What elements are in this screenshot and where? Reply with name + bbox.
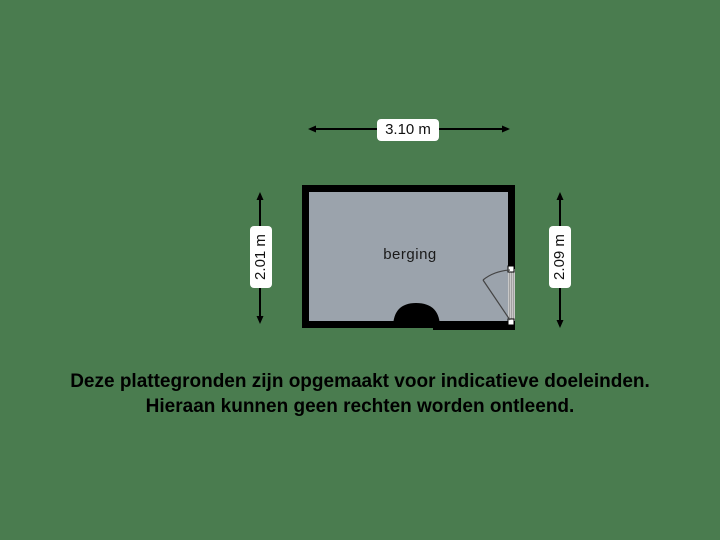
arrow-down-icon (256, 316, 264, 324)
right-height-dimension-label: 2.09 m (549, 226, 571, 288)
door-swing-arc (482, 269, 511, 281)
arrow-down-icon (556, 320, 564, 328)
arrow-left-icon (308, 125, 316, 133)
disclaimer: Deze plattegronden zijn opgemaakt voor i… (0, 369, 720, 419)
room-label-berging: berging (383, 246, 437, 263)
room-floor-berging (309, 192, 508, 321)
arrow-right-icon (502, 125, 510, 133)
disclaimer-line-2: Hieraan kunnen geen rechten worden ontle… (145, 396, 575, 417)
door (482, 265, 515, 326)
width-dimension-label: 3.10 m (377, 119, 439, 141)
arrow-up-icon (256, 192, 264, 200)
bottom-wall-arch (393, 303, 440, 328)
left-height-dimension-label: 2.01 m (250, 226, 272, 288)
disclaimer-line-1: Deze plattegronden zijn opgemaakt voor i… (70, 371, 650, 392)
door-leaf (482, 279, 511, 321)
arrow-up-icon (556, 192, 564, 200)
